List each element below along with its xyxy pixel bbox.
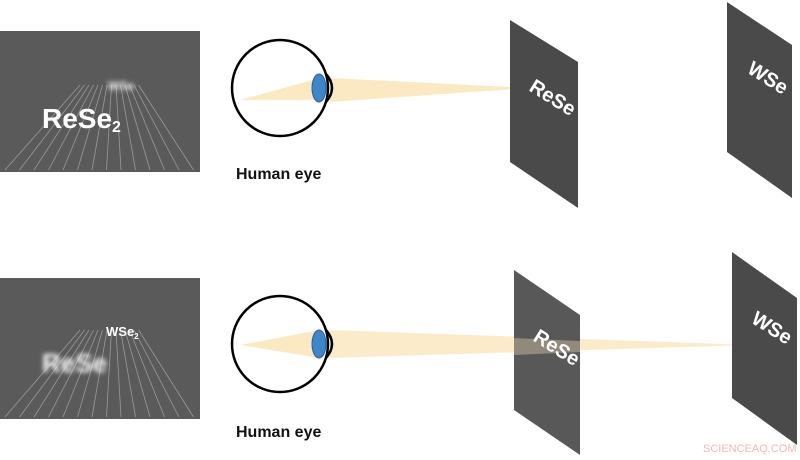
floor-grid-line <box>138 329 194 418</box>
bottom-beam-inner <box>240 330 320 358</box>
floor-grid-line <box>62 84 99 171</box>
floor-grid-line <box>106 329 112 418</box>
floor-grid-line <box>129 329 165 418</box>
bottom-near-text-blurred: ReSe <box>42 348 107 378</box>
floor-grid-line <box>133 329 180 418</box>
top-plane-wse2: WSe <box>727 2 792 198</box>
floor-grid-line <box>19 84 85 171</box>
floor-grid-line <box>33 84 90 171</box>
bottom-plane-rese2: ReSe <box>514 270 583 455</box>
bottom-plane-wse2: WSe <box>732 252 797 445</box>
bottom-eye-label: Human eye <box>236 424 321 441</box>
top-eye-label: Human eye <box>236 166 321 183</box>
floor-grid-line <box>120 329 136 418</box>
floor-grid-line <box>4 329 81 418</box>
floor-grid-line <box>33 329 90 418</box>
bottom-perceived-image: ReSe WSe2 <box>0 278 200 419</box>
floor-grid-line <box>77 329 103 418</box>
floor-grid-line <box>19 329 85 418</box>
floor-grid-line <box>129 84 165 171</box>
floor-grid-line <box>48 84 94 171</box>
top-eye-icon <box>230 38 334 138</box>
floor-grid-line <box>106 84 112 171</box>
floor-grid-line <box>120 84 136 171</box>
top-plane-rese2: ReSe <box>510 20 579 208</box>
bottom-far-text: WSe2 <box>106 324 139 341</box>
top-far-text-blurred: WSe <box>108 79 134 93</box>
top-beam <box>330 78 530 102</box>
floor-grid-line <box>124 329 151 418</box>
floor-grid-line <box>4 84 81 171</box>
top-near-text: ReSe2 <box>42 103 121 136</box>
floor-grid-line <box>115 329 122 418</box>
watermark: SCIENCEAQ.COM <box>703 443 797 455</box>
floor-grid-line <box>91 329 108 418</box>
floor-grid-line <box>124 84 151 171</box>
floor-grid-line <box>77 84 103 171</box>
floor-grid-line <box>62 329 99 418</box>
top-beam-inner <box>240 78 320 100</box>
floor-grid-line <box>115 84 122 171</box>
floor-grid-line <box>48 329 94 418</box>
bottom-eye-icon <box>230 294 334 394</box>
floor-grid-line <box>133 84 180 171</box>
floor-grid-line <box>91 84 108 171</box>
top-perceived-image: ReSe2 WSe <box>0 31 200 172</box>
floor-grid-line <box>138 84 194 171</box>
